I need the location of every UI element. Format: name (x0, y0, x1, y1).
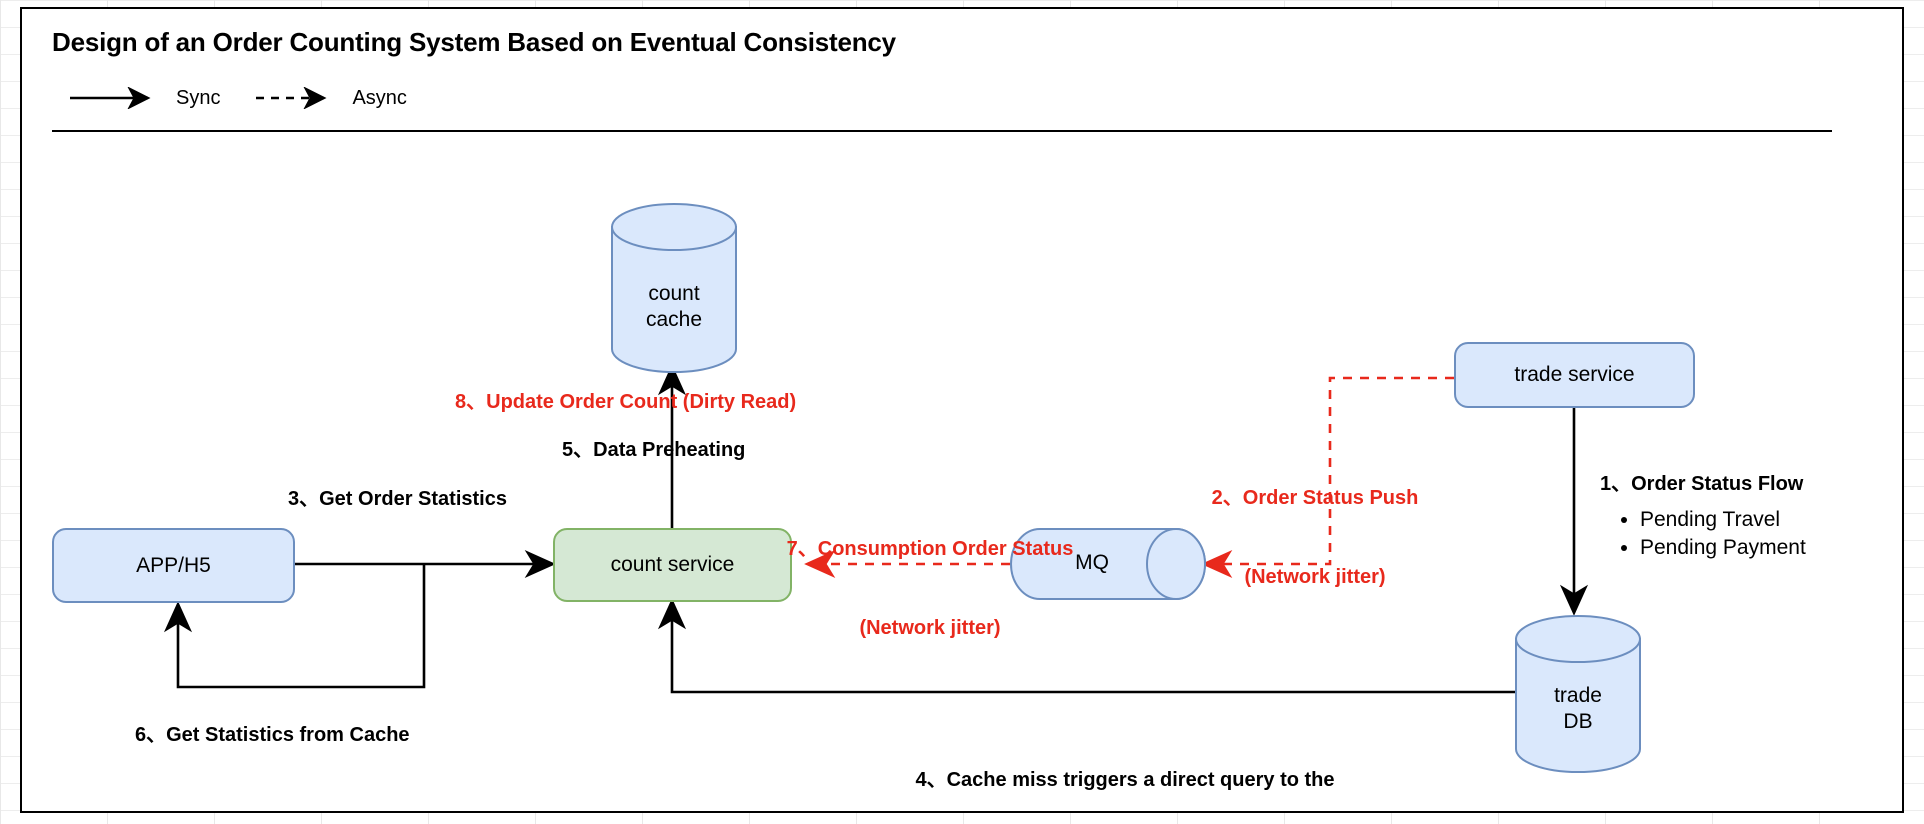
page-title: Design of an Order Counting System Based… (52, 27, 896, 57)
label-step-8: 8、Update Order Count (Dirty Read) (455, 391, 797, 413)
node-count-service-label: count service (610, 553, 735, 577)
node-trade-db[interactable]: trade DB (1515, 615, 1641, 773)
async-arrow-icon (256, 87, 328, 109)
node-trade-service-label: trade service (1514, 363, 1635, 387)
legend-divider (52, 130, 1832, 132)
label-step-1: 1、Order Status Flow Pending Travel Pendi… (1600, 467, 1806, 561)
label-step-2-line2: (Network jitter) (1244, 565, 1386, 588)
legend: Sync Async (70, 86, 443, 110)
label-step-4-line1: 4、Cache miss triggers a direct query to … (915, 768, 1335, 791)
label-step-2: 2、Order Status Push (Network jitter) (1185, 432, 1445, 643)
label-step-3: 3、Get Order Statistics (288, 488, 507, 510)
node-mq[interactable]: MQ (1010, 528, 1206, 601)
label-step-6: 6、Get Statistics from Cache (135, 724, 410, 746)
legend-sync-label: Sync (176, 86, 221, 109)
node-mq-label: MQ (1075, 551, 1109, 574)
label-step-7-line1: 7、Consumption Order Status (786, 537, 1074, 560)
order-status-list: Pending Travel Pending Payment (1600, 506, 1806, 561)
node-app-h5-label: APP/H5 (136, 553, 211, 577)
label-step-2-line1: 2、Order Status Push (1211, 486, 1419, 509)
trade-db-line1: trade (1554, 684, 1602, 707)
label-step-5: 5、Data Preheating (562, 439, 746, 461)
legend-async-label: Async (352, 86, 407, 109)
label-step-7-line2: (Network jitter) (859, 616, 1001, 639)
queue-cylinder-shape (1010, 528, 1206, 600)
label-step-1-head: 1、Order Status Flow (1600, 473, 1804, 495)
count-cache-line1: count (648, 282, 700, 305)
sync-arrow-icon (70, 87, 151, 109)
list-item: Pending Travel (1640, 506, 1806, 534)
node-trade-db-label: trade DB (1515, 683, 1641, 734)
cylinder-shape (1515, 615, 1641, 773)
count-cache-line2: cache (645, 307, 703, 331)
node-app-h5[interactable]: APP/H5 (52, 528, 295, 603)
edge-count-service-to-app (163, 564, 426, 689)
list-item: Pending Payment (1640, 534, 1806, 562)
node-count-cache[interactable]: count cache (611, 203, 737, 373)
label-step-7: 7、Consumption Order Status (Network jitt… (745, 483, 1115, 694)
cylinder-shape (611, 203, 737, 373)
node-trade-service[interactable]: trade service (1454, 342, 1695, 408)
trade-db-line2: DB (1563, 709, 1593, 733)
edge-trade-db-to-count-service (657, 598, 1518, 694)
node-count-cache-label: count cache (611, 281, 737, 332)
label-step-4: 4、Cache miss triggers a direct query to … (835, 714, 1415, 824)
